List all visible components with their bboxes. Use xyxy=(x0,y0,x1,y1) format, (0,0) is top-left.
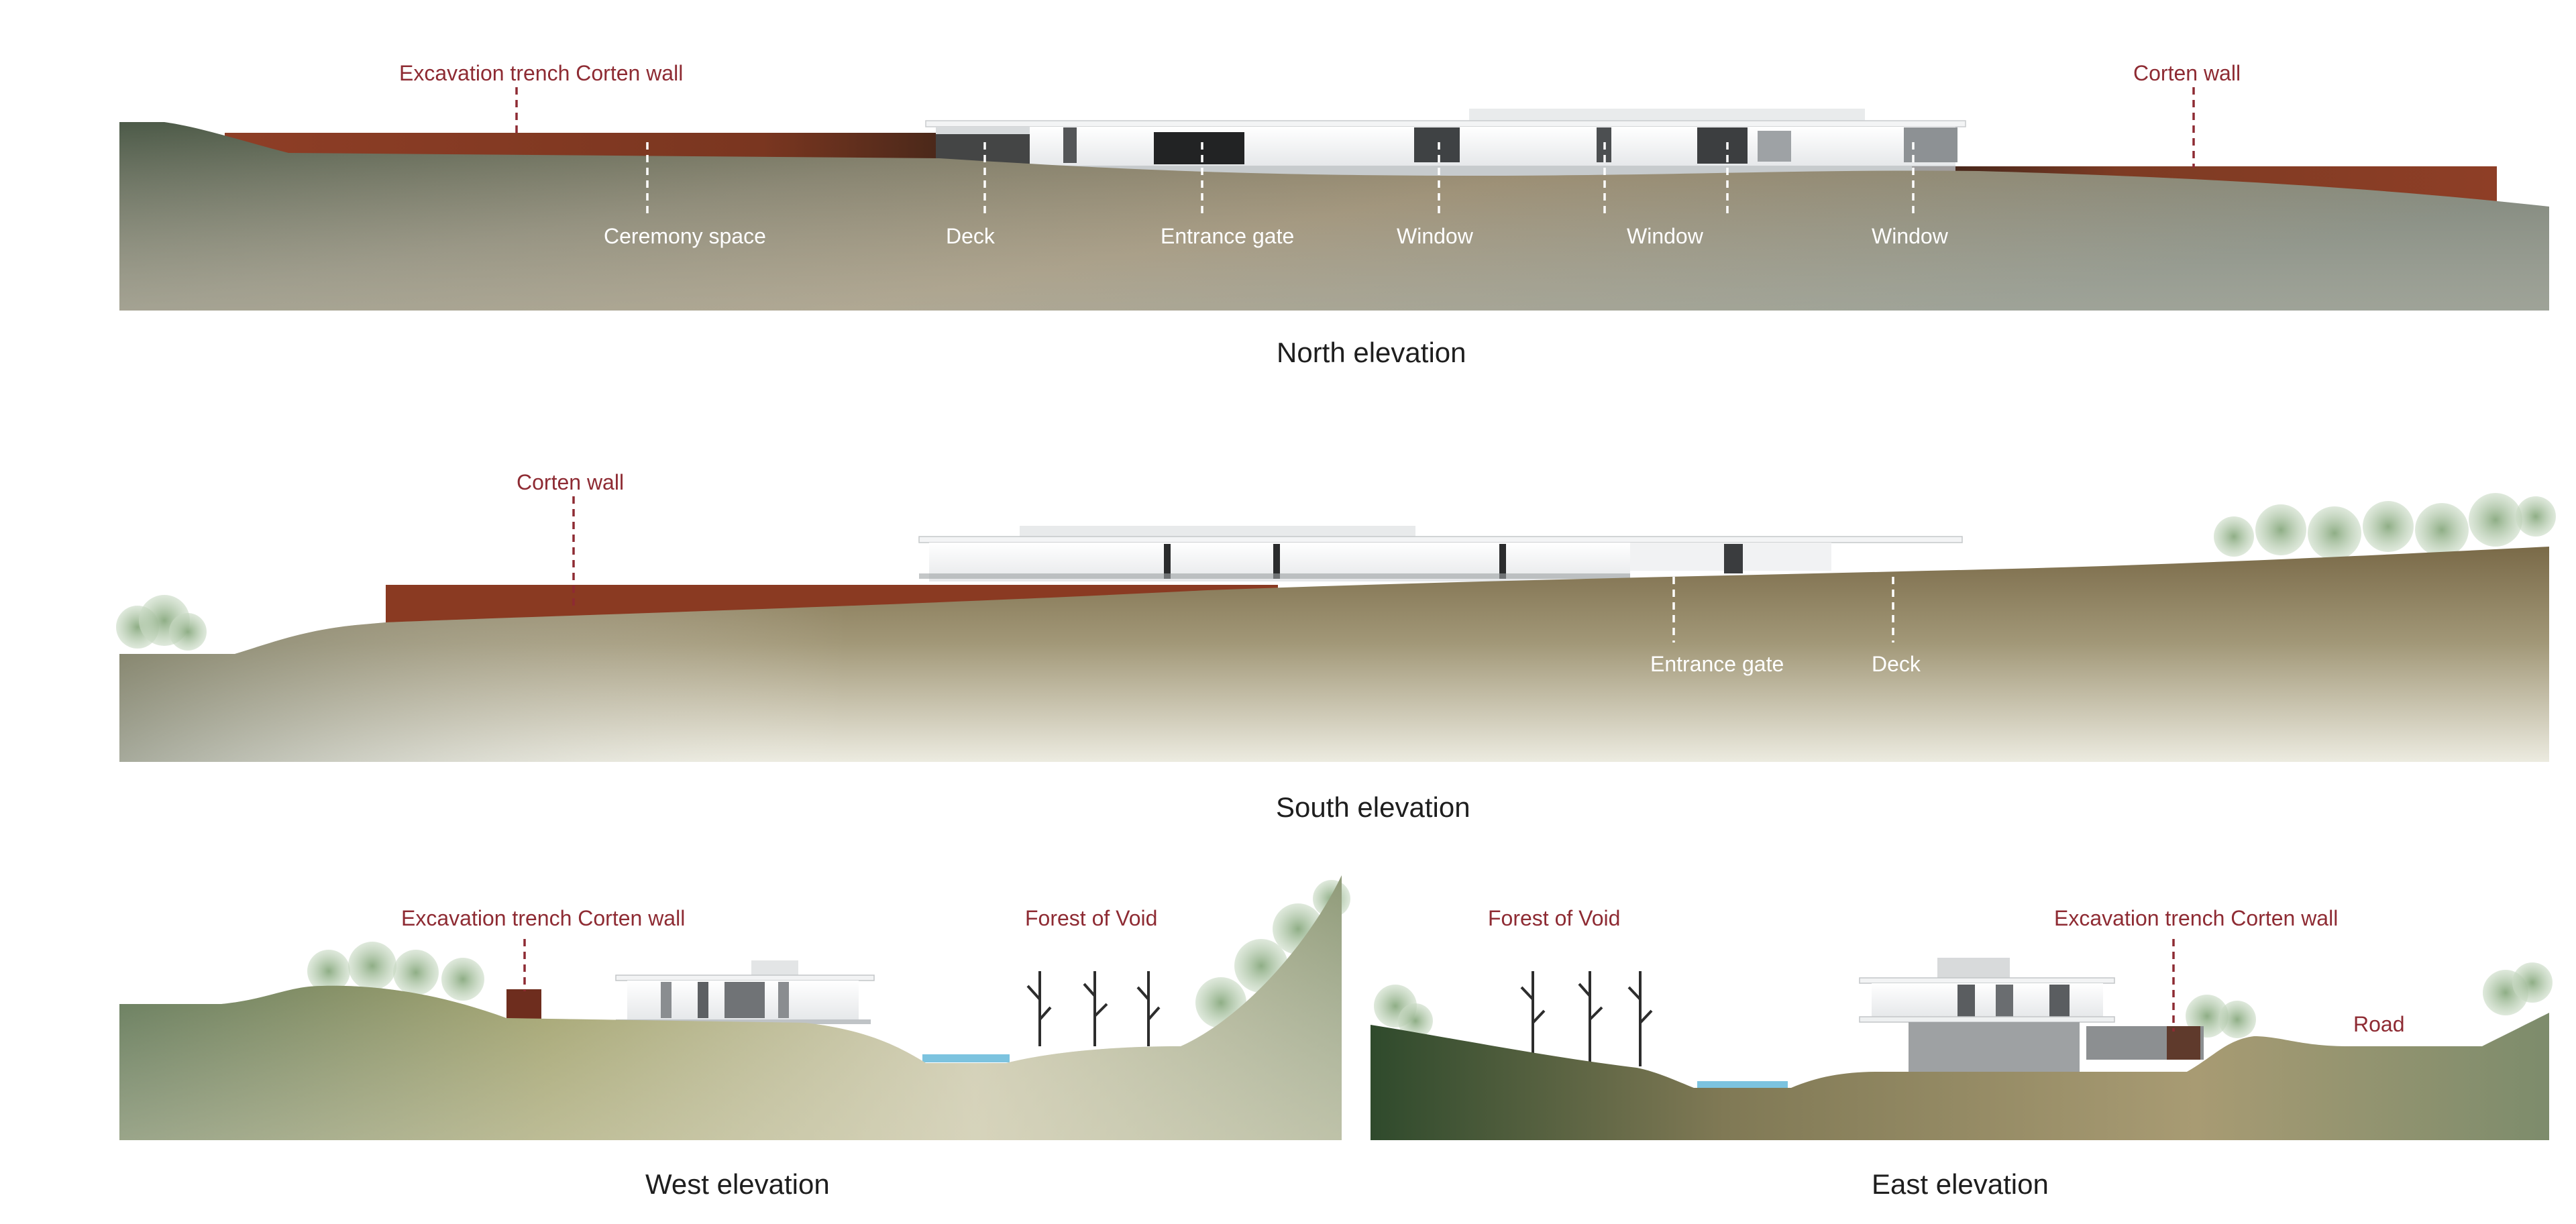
west-forest-of-void-trees xyxy=(1026,971,1161,1046)
south-trees-left xyxy=(116,595,207,651)
south-building xyxy=(918,526,1963,581)
west-corten-wall xyxy=(506,989,541,1023)
east-label-excavation-trench: Excavation trench Corten wall xyxy=(2054,906,2338,930)
north-label-excavation-trench: Excavation trench Corten wall xyxy=(399,61,683,85)
east-trees-right xyxy=(2483,962,2553,1015)
west-label-forest-of-void: Forest of Void xyxy=(1025,906,1157,930)
north-label-corten-wall: Corten wall xyxy=(2133,61,2241,85)
north-elevation-title: North elevation xyxy=(1277,337,1466,368)
east-trees-left xyxy=(1374,985,1433,1038)
east-elevation: Forest of Void Excavation trench Corten … xyxy=(1371,906,2553,1200)
north-label-window-2: Window xyxy=(1627,224,1704,248)
east-building xyxy=(1859,958,2204,1073)
north-label-deck: Deck xyxy=(946,224,996,248)
east-ground xyxy=(1371,1013,2549,1140)
north-label-entrance-gate: Entrance gate xyxy=(1161,224,1294,248)
south-elevation: Corten wall Entrance gate Deck South ele… xyxy=(116,470,2556,823)
west-label-excavation-trench: Excavation trench Corten wall xyxy=(401,906,685,930)
south-trees-right xyxy=(2214,493,2556,560)
north-label-window-1: Window xyxy=(1397,224,1474,248)
south-label-entrance-gate: Entrance gate xyxy=(1650,652,1784,676)
east-label-forest-of-void: Forest of Void xyxy=(1488,906,1620,930)
south-elevation-title: South elevation xyxy=(1276,791,1470,823)
west-building xyxy=(615,960,875,1024)
west-elevation: Excavation trench Corten wall Forest of … xyxy=(119,875,1350,1200)
west-water xyxy=(922,1054,1010,1062)
east-forest-of-void-trees xyxy=(1520,971,1653,1066)
north-label-window-3: Window xyxy=(1872,224,1949,248)
west-trees-hill xyxy=(307,942,484,1001)
west-elevation-title: West elevation xyxy=(645,1168,830,1200)
north-elevation: Excavation trench Corten wall Corten wal… xyxy=(119,61,2549,368)
north-label-ceremony-space: Ceremony space xyxy=(604,224,766,248)
east-label-road: Road xyxy=(2353,1012,2405,1036)
east-water xyxy=(1697,1081,1788,1089)
south-label-corten-wall: Corten wall xyxy=(517,470,624,494)
east-elevation-title: East elevation xyxy=(1872,1168,2049,1200)
south-label-deck: Deck xyxy=(1872,652,1921,676)
east-corten-wall xyxy=(2167,1026,2200,1060)
